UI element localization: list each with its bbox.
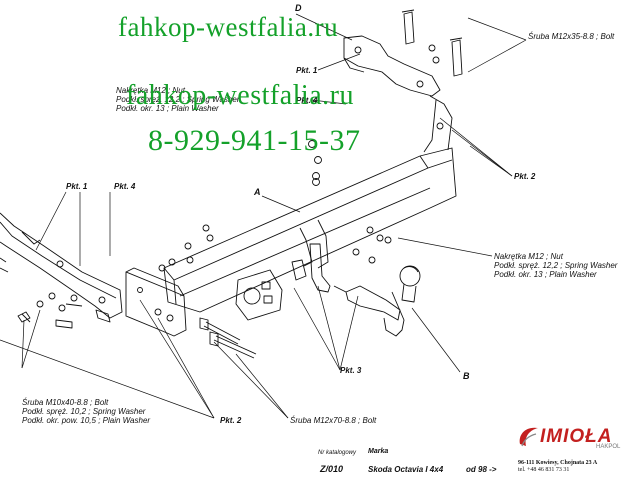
watermark-phone: 8-929-941-15-37: [148, 124, 361, 157]
brand-phone-line: tel. +48 46 831 73 31: [518, 467, 570, 473]
nut-callout-left: Nakrętka M12 ; Nut Podkł. spręż. 12,2 ; …: [116, 86, 239, 113]
vehicle-model: Skoda Octavia I 4x4: [368, 465, 444, 474]
catalog-number-label: Nr katalogowy: [318, 450, 357, 456]
make-label: Marka: [368, 448, 389, 455]
logo-swoosh-icon: [519, 427, 538, 447]
pkt-2-top-label: Pkt. 2: [514, 172, 536, 181]
brand-logo-text: IMIOŁA: [540, 426, 613, 447]
nut-callout-right-line-3: Podkł. okr. 13 ; Plain Washer: [494, 270, 597, 279]
bolt-m10x40-callout: Śruba M10x40-8.8 ; Bolt Podkł. spręż. 10…: [22, 398, 150, 425]
main-crossbar: [163, 147, 457, 313]
brand-logo-subtitle: HAKPOL: [596, 444, 621, 450]
watermark-site-line-2: fahkop-westfalia.ru: [126, 80, 354, 111]
vehicle-year: od 98 ->: [466, 465, 497, 474]
pkt-4-left-label: Pkt. 4: [114, 182, 136, 191]
bolt-m10x40-line-1: Śruba M10x40-8.8 ; Bolt: [22, 398, 109, 407]
nut-callout-right-line-1: Nakrętka M12 ; Nut: [494, 252, 563, 261]
pkt-1-left-label: Pkt. 1: [66, 182, 88, 191]
pkt-3-label: Pkt. 3: [340, 366, 362, 375]
bolt-m10x40-line-3: Podkł. okr. pow. 10,5 ; Plain Washer: [22, 416, 151, 425]
pkt-4-top-label: Pkt. 4: [296, 96, 318, 105]
left-side-plate: [125, 267, 187, 337]
nut-callout-right: Nakrętka M12 ; Nut Podkł. spręż. 12,2 ; …: [494, 252, 617, 279]
nut-callout-left-line-3: Podkł. okr. 13 ; Plain Washer: [116, 104, 219, 113]
nut-callout-left-line-2: Podkł. spręż. 12,2 ; Spring Washer: [116, 95, 240, 104]
part-label-d: D: [295, 3, 302, 13]
socket-plate: [235, 269, 283, 321]
leader-lines: [0, 13, 527, 419]
nut-callout-left-line-1: Nakrętka M12 ; Nut: [116, 86, 185, 95]
bolt-m12x35-callout: Śruba M12x35-8.8 ; Bolt: [528, 32, 615, 41]
pkt-1-top-label: Pkt. 1: [296, 66, 318, 75]
brand-address: 96-111 Kowiesy, Chojnata 23 A tel. +48 4…: [518, 460, 597, 474]
part-label-a: A: [254, 187, 261, 197]
pkt-2-bottom-label: Pkt. 2: [220, 416, 242, 425]
watermark-site-line-1: fahkop-westfalia.ru: [118, 12, 339, 42]
ball-mount: [291, 243, 421, 337]
nut-callout-right-line-2: Podkł. spręż. 12,2 ; Spring Washer: [494, 261, 618, 270]
bolt-m12x70-callout: Śruba M12x70-8.8 ; Bolt: [290, 416, 377, 425]
right-mounting-bracket: [343, 35, 453, 153]
catalog-number: Z/010: [320, 464, 344, 474]
part-label-b: B: [463, 371, 470, 381]
bolt-m10x40-line-2: Podkł. spręż. 10,2 ; Spring Washer: [22, 407, 146, 416]
brand-address-line: 96-111 Kowiesy, Chojnata 23 A: [518, 460, 598, 466]
left-mounting-bracket: [0, 212, 123, 323]
